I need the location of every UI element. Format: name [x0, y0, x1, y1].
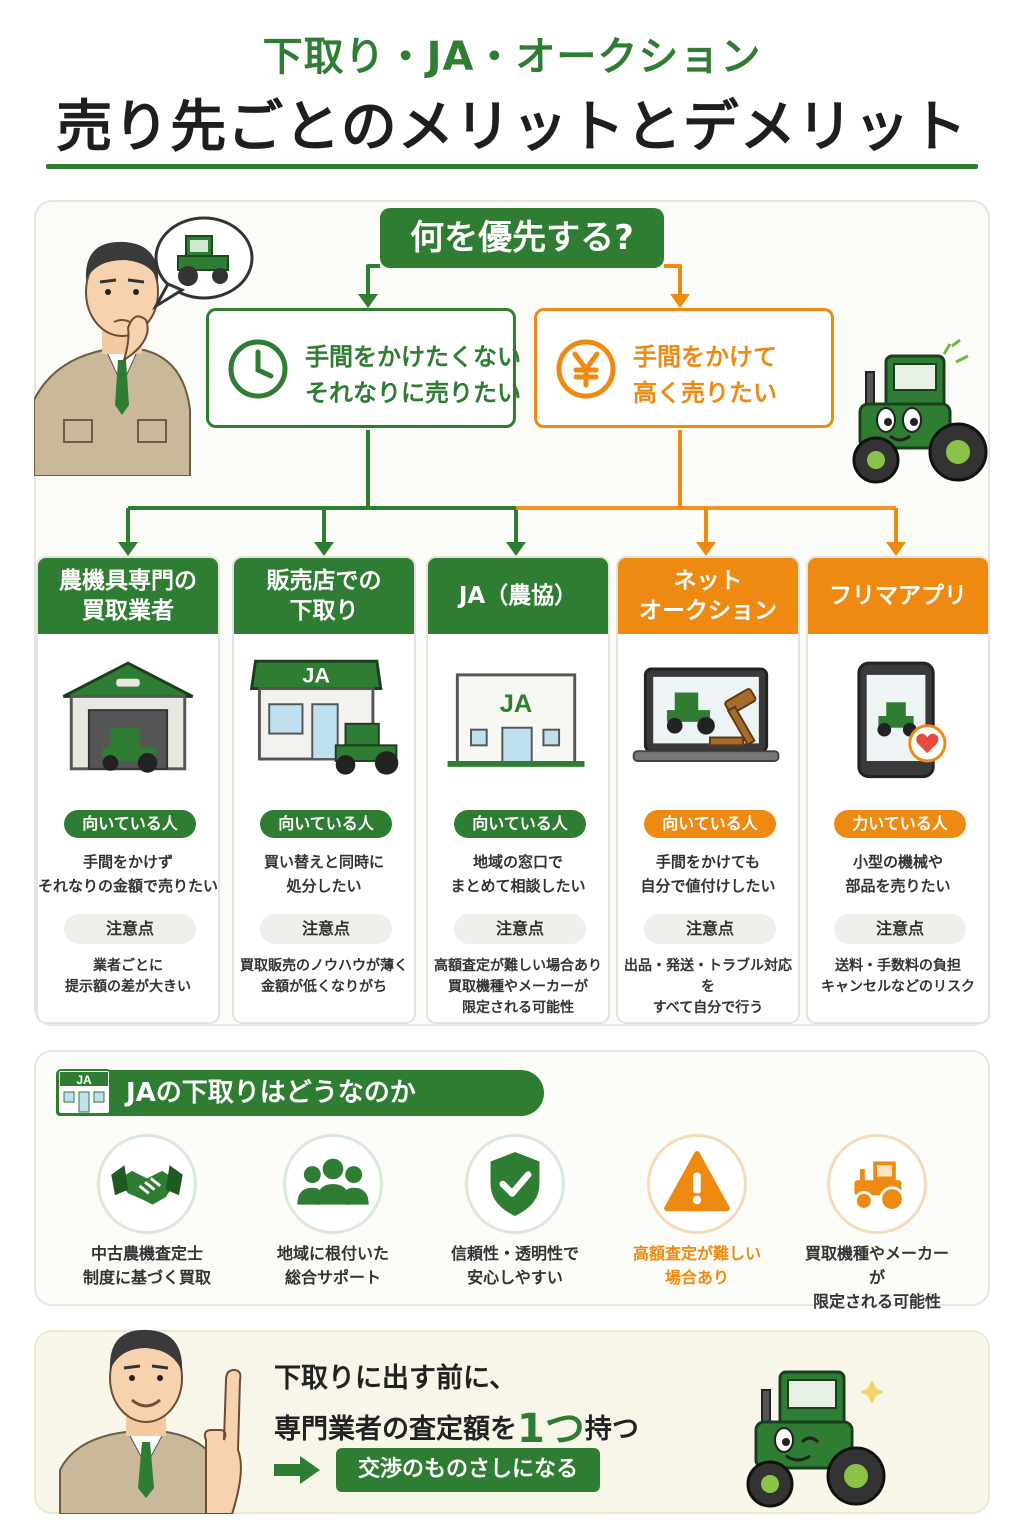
suitable-text: 買い替えと同時に 処分したい: [263, 853, 384, 895]
flow-connectors: [118, 264, 906, 556]
clock-icon: [228, 339, 288, 399]
advice-line-2-post: 持つ: [584, 1414, 639, 1445]
laptop-auction-illustration: [632, 667, 780, 762]
feature-label: 地域に根付いた 総合サポート: [276, 1244, 389, 1287]
ja-office-illustration: JA: [447, 673, 585, 767]
feature-label: 高額査定が難しい 場合あり: [632, 1244, 761, 1287]
shield-check-icon: [465, 1134, 565, 1234]
advice-emphasis-number: 1つ: [517, 1406, 585, 1452]
caution-tag: 注意点: [260, 914, 392, 944]
card-title: JA（農協）: [428, 558, 608, 634]
suitable-text: 手間をかけず それなりの金額で売りたい: [38, 853, 219, 895]
warehouse-illustration: [62, 661, 194, 773]
suitable-text: 手間をかけても 自分で値付けしたい: [640, 853, 776, 895]
card-title: 販売店での 下取り: [234, 558, 414, 634]
advice-line-2-pre: 専門業者の査定額を: [274, 1414, 517, 1445]
caution-tag: 注意点: [834, 914, 966, 944]
option-card-dealer-trade-in: 販売店での 下取り JA 向いている人 買い替えと同時に 処分したい 注意点 買…: [232, 556, 416, 1024]
tractor-icon: [827, 1134, 927, 1234]
page-subtitle: 下取り・JA・オークション: [262, 34, 762, 80]
option-card-flea-market-app: フリマアプリ 力いている人 小型の機械や 部品を売りたい 注意点 送料・手数料の…: [806, 556, 990, 1024]
ja-section-banner: [56, 1070, 544, 1116]
tractor-mascot: [852, 338, 988, 484]
page-title: 売り先ごとのメリットとデメリット: [56, 95, 968, 160]
caution-text: 買取販売のノウハウが薄く 金額が低くなりがち: [240, 958, 408, 995]
advice-line-2: 専門業者の査定額を1つ持つ: [274, 1396, 639, 1454]
suitable-tag: 力いている人: [834, 810, 966, 838]
caution-text: 高額査定が難しい場合あり 買取機種やメーカーが 限定される可能性: [434, 958, 602, 1016]
caution-text: 出品・発送・トラブル対応を すべて自分で行う: [624, 958, 792, 1016]
ja-section-title: JAの下取りはどうなのか: [126, 1078, 416, 1108]
feature-low-price-risk: 高額査定が難しい 場合あり: [622, 1134, 772, 1290]
option-card-ja: JA（農協） JA 向いている人 地域の窓口で まとめて相談したい 注意点 高額…: [426, 556, 610, 1024]
warning-icon: [647, 1134, 747, 1234]
choice-left-line1: 手間をかけたくない: [305, 343, 521, 371]
suitable-tag: 向いている人: [260, 810, 392, 838]
handshake-icon: [97, 1134, 197, 1234]
tractor-mascot-wink: [746, 1370, 886, 1508]
shop-illustration: JA: [249, 659, 399, 775]
thought-bubble: [151, 216, 254, 311]
feature-limited-models: 買取機種やメーカーが 限定される可能性: [802, 1134, 952, 1314]
feature-appraiser: 中古農機査定士 制度に基づく買取: [72, 1134, 222, 1290]
suitable-text: 地域の窓口で まとめて相談したい: [450, 853, 586, 895]
feature-local-support: 地域に根付いた 総合サポート: [258, 1134, 408, 1290]
thinking-man-illustration: [34, 241, 191, 476]
choice-low-effort: 手間をかけたくない それなりに売りたい: [206, 308, 521, 428]
suitable-tag: 向いている人: [454, 810, 586, 838]
ja-banner-sign: JA: [76, 1073, 92, 1087]
option-card-net-auction: ネット オークション 向いている人 手間をかけても 自分で値付けしたい 注意点 …: [616, 556, 800, 1024]
feature-label: 中古農機査定士 制度に基づく買取: [82, 1244, 211, 1287]
caution-tag: 注意点: [454, 914, 586, 944]
caution-tag: 注意点: [64, 914, 196, 944]
choice-right-line2: 高く売りたい: [633, 379, 777, 407]
feature-label: 買取機種やメーカーが 限定される可能性: [804, 1244, 949, 1311]
tractor-icon: [177, 235, 229, 286]
caution-tag: 注意点: [644, 914, 776, 944]
ja-building-icon: JA: [57, 1069, 111, 1115]
ja-office-sign: JA: [500, 690, 533, 718]
caution-text: 送料・手数料の負担 キャンセルなどのリスク: [821, 958, 975, 995]
title-underline: [46, 164, 978, 169]
advice-line-1: 下取りに出す前に、: [274, 1363, 517, 1394]
advice-result-pill: 交渉のものさしになる: [336, 1448, 600, 1492]
feature-trust: 信頼性・透明性で 安心しやすい: [440, 1134, 590, 1290]
option-card-dealer-buyer: 農機具専門の 買取業者 向いている人 手間をかけず それなりの金額で売りたい 注…: [36, 556, 220, 1024]
ja-shop-sign: JA: [302, 664, 330, 688]
right-arrow-icon: [274, 1456, 320, 1484]
people-icon: [283, 1134, 383, 1234]
suitable-tag: 向いている人: [644, 810, 776, 838]
pointing-man-illustration: [59, 1329, 242, 1514]
caution-text: 業者ごとに 提示額の差が大きい: [65, 958, 191, 995]
suitable-tag: 向いている人: [64, 810, 196, 838]
yen-icon: [556, 339, 616, 399]
card-title: ネット オークション: [618, 558, 798, 634]
suitable-text: 小型の機械や 部品を売りたい: [845, 853, 951, 895]
card-title: フリマアプリ: [808, 558, 988, 634]
card-title: 農機具専門の 買取業者: [38, 558, 218, 634]
smartphone-illustration: [857, 661, 947, 779]
feature-label: 信頼性・透明性で 安心しやすい: [450, 1244, 579, 1287]
choice-high-price: 手間をかけて 高く売りたい: [534, 308, 834, 428]
choice-right-line1: 手間をかけて: [633, 343, 777, 371]
choice-left-line2: それなりに売りたい: [305, 379, 521, 407]
decision-question: 何を優先する?: [380, 208, 664, 268]
